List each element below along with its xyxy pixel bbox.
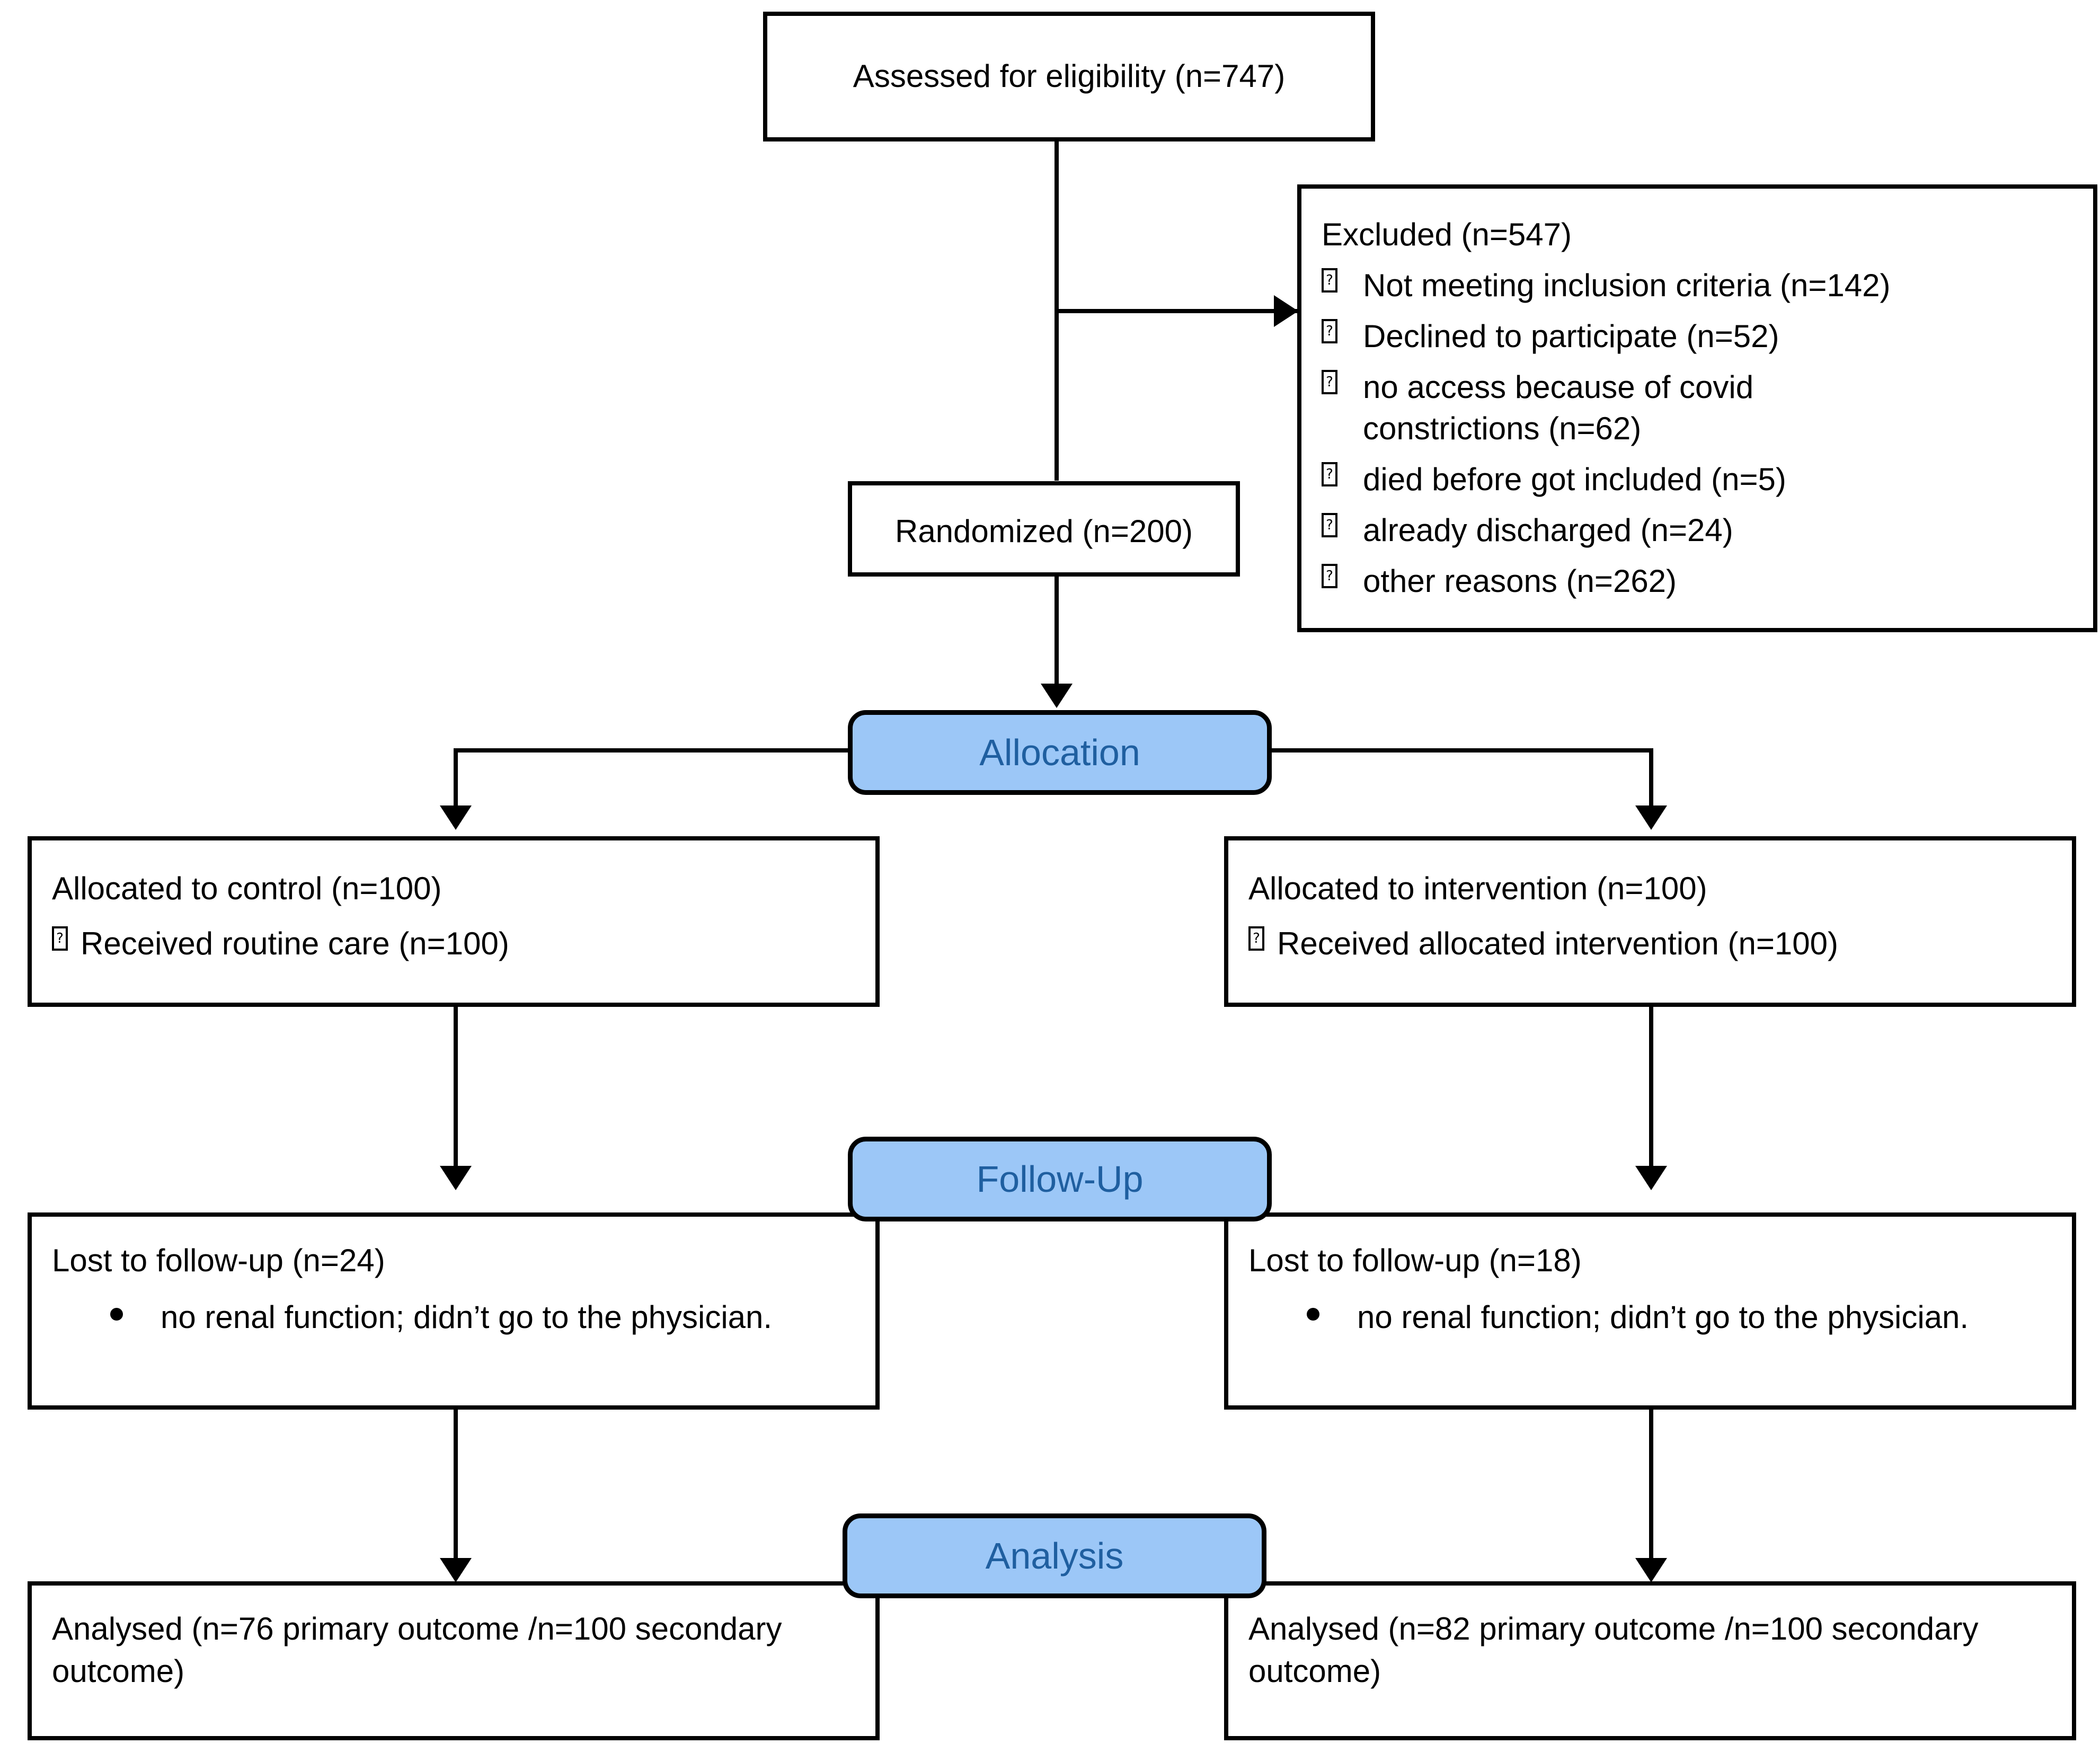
tofu-bullet-icon: ? bbox=[1322, 319, 1337, 343]
tofu-bullet-icon: ? bbox=[1248, 926, 1264, 951]
connector-intervention-to-analysis bbox=[1649, 1410, 1653, 1579]
analysed-control-box: Analysed (n=76 primary outcome /n=100 se… bbox=[28, 1581, 880, 1740]
excluded-reason-text: Not meeting inclusion criteria (n=142) bbox=[1363, 268, 1891, 303]
arrow-to-intervention-allocation bbox=[1635, 805, 1667, 830]
lost-followup-intervention-item-text: no renal function; didn’t go to the phys… bbox=[1357, 1299, 1969, 1335]
arrow-to-allocation bbox=[1041, 684, 1073, 708]
connector-allocation-left-down bbox=[454, 748, 458, 812]
bullet-dot-icon bbox=[1307, 1308, 1319, 1321]
analysed-intervention-box: Analysed (n=82 primary outcome /n=100 se… bbox=[1224, 1581, 2076, 1740]
tofu-bullet-icon: ? bbox=[1322, 564, 1337, 588]
excluded-reason-text: already discharged (n=24) bbox=[1363, 512, 1733, 548]
arrow-control-to-followup bbox=[440, 1166, 472, 1190]
list-item: ? no access because of covid constrictio… bbox=[1322, 367, 2080, 449]
list-item: no renal function; didn’t go to the phys… bbox=[52, 1294, 863, 1341]
stage-banner-followup: Follow-Up bbox=[848, 1137, 1272, 1221]
excluded-box: Excluded (n=547) ? Not meeting inclusion… bbox=[1297, 184, 2097, 632]
stage-banner-analysis: Analysis bbox=[843, 1513, 1266, 1598]
connector-to-excluded bbox=[1057, 309, 1300, 313]
bullet-dot-icon bbox=[110, 1308, 123, 1321]
excluded-reason-list: ? Not meeting inclusion criteria (n=142)… bbox=[1322, 265, 2080, 602]
allocated-control-item-text: Received routine care (n=100) bbox=[81, 926, 509, 961]
tofu-bullet-icon: ? bbox=[1322, 268, 1337, 293]
lost-followup-intervention-heading: Lost to follow-up (n=18) bbox=[1248, 1243, 1582, 1278]
list-item: ? Declined to participate (n=52) bbox=[1322, 316, 2080, 357]
lost-followup-control-heading: Lost to follow-up (n=24) bbox=[52, 1243, 385, 1278]
excluded-reason-text: died before got included (n=5) bbox=[1363, 462, 1786, 497]
connector-allocation-right bbox=[1268, 748, 1653, 752]
list-item: ? Not meeting inclusion criteria (n=142) bbox=[1322, 265, 2080, 306]
list-item: ? other reasons (n=262) bbox=[1322, 561, 2080, 602]
connector-allocation-left bbox=[454, 748, 852, 752]
analysed-intervention-line2: outcome) bbox=[1248, 1653, 1381, 1689]
excluded-reason-text: Declined to participate (n=52) bbox=[1363, 318, 1779, 354]
connector-randomized-down bbox=[1055, 577, 1059, 701]
allocated-intervention-heading: Allocated to intervention (n=100) bbox=[1248, 871, 1707, 906]
analysed-control-line1: Analysed (n=76 primary outcome /n=100 se… bbox=[52, 1611, 782, 1646]
assessed-eligibility-box: Assessed for eligibility (n=747) bbox=[763, 12, 1375, 141]
list-item: ? already discharged (n=24) bbox=[1322, 510, 2080, 551]
stage-label-followup: Follow-Up bbox=[976, 1158, 1144, 1200]
connector-intervention-to-followup bbox=[1649, 1007, 1653, 1187]
allocated-control-box: Allocated to control (n=100) ? Received … bbox=[28, 836, 880, 1007]
randomized-box: Randomized (n=200) bbox=[848, 481, 1240, 577]
list-item: ? died before got included (n=5) bbox=[1322, 459, 2080, 500]
analysed-control-line2: outcome) bbox=[52, 1653, 185, 1689]
arrow-to-control-allocation bbox=[440, 805, 472, 830]
arrow-intervention-to-analysis bbox=[1635, 1558, 1667, 1582]
excluded-reason-text: other reasons (n=262) bbox=[1363, 563, 1677, 599]
list-item: no renal function; didn’t go to the phys… bbox=[1248, 1294, 2059, 1341]
tofu-bullet-icon: ? bbox=[52, 926, 68, 951]
stage-label-analysis: Analysis bbox=[985, 1535, 1124, 1577]
lost-followup-intervention-list: no renal function; didn’t go to the phys… bbox=[1248, 1294, 2059, 1341]
stage-label-allocation: Allocation bbox=[979, 732, 1140, 773]
arrow-to-excluded bbox=[1274, 295, 1298, 327]
lost-followup-control-list: no renal function; didn’t go to the phys… bbox=[52, 1294, 863, 1341]
lost-followup-intervention-box: Lost to follow-up (n=18) no renal functi… bbox=[1224, 1212, 2076, 1410]
lost-followup-control-item-text: no renal function; didn’t go to the phys… bbox=[161, 1299, 773, 1335]
connector-control-to-followup bbox=[454, 1007, 458, 1187]
excluded-reason-text: no access because of covid constrictions… bbox=[1363, 369, 1754, 446]
arrow-control-to-analysis bbox=[440, 1558, 472, 1582]
connector-allocation-right-down bbox=[1649, 748, 1653, 812]
connector-control-to-analysis bbox=[454, 1410, 458, 1579]
stage-banner-allocation: Allocation bbox=[848, 710, 1272, 795]
allocated-intervention-item-text: Received allocated intervention (n=100) bbox=[1277, 926, 1838, 961]
list-item: ? Received allocated intervention (n=100… bbox=[1248, 923, 2059, 964]
randomized-text: Randomized (n=200) bbox=[894, 513, 1193, 549]
tofu-bullet-icon: ? bbox=[1322, 370, 1337, 394]
allocated-intervention-box: Allocated to intervention (n=100) ? Rece… bbox=[1224, 836, 2076, 1007]
analysed-intervention-line1: Analysed (n=82 primary outcome /n=100 se… bbox=[1248, 1611, 1979, 1646]
tofu-bullet-icon: ? bbox=[1322, 513, 1337, 537]
allocated-intervention-list: ? Received allocated intervention (n=100… bbox=[1248, 923, 2059, 964]
allocated-control-heading: Allocated to control (n=100) bbox=[52, 871, 442, 906]
excluded-heading: Excluded (n=547) bbox=[1322, 217, 1572, 252]
arrow-intervention-to-followup bbox=[1635, 1166, 1667, 1190]
assessed-eligibility-text: Assessed for eligibility (n=747) bbox=[853, 58, 1286, 94]
tofu-bullet-icon: ? bbox=[1322, 462, 1337, 486]
list-item: ? Received routine care (n=100) bbox=[52, 923, 863, 964]
lost-followup-control-box: Lost to follow-up (n=24) no renal functi… bbox=[28, 1212, 880, 1410]
allocated-control-list: ? Received routine care (n=100) bbox=[52, 923, 863, 964]
